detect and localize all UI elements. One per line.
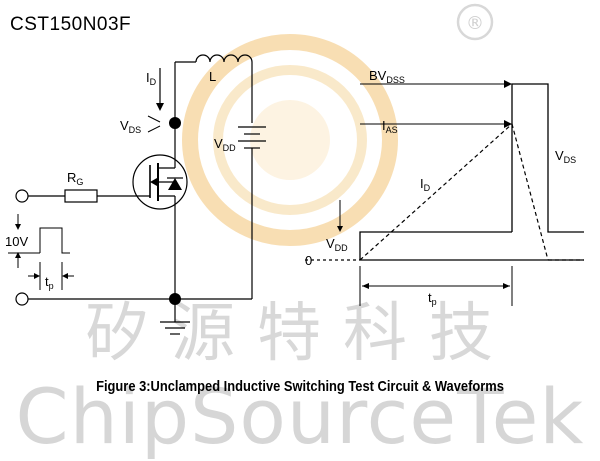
registered-symbol-text: ® bbox=[466, 13, 484, 34]
circuit-wiring bbox=[28, 54, 266, 335]
part-number: CST150N03F bbox=[10, 14, 132, 35]
mosfet-circle bbox=[132, 154, 188, 210]
ground-node bbox=[169, 293, 181, 305]
diagram: ID L VDS VDD RG 10V tp BVDSS IAS VDS ID … bbox=[5, 54, 584, 335]
label-vds-waveform: VDS bbox=[555, 148, 576, 165]
inductor-coil bbox=[195, 54, 253, 63]
registered-mark bbox=[456, 3, 494, 41]
drain-node bbox=[169, 117, 181, 129]
label-vdd-circuit: VDD bbox=[214, 136, 236, 153]
watermark-latin: ChipSourceTek bbox=[15, 372, 585, 461]
id-arrow-head bbox=[156, 103, 164, 111]
label-id: ID bbox=[146, 70, 157, 87]
figure-stage: ® 矽源特科技 bbox=[5, 3, 584, 461]
resistor-rg bbox=[64, 189, 98, 203]
label-rg: RG bbox=[67, 170, 83, 187]
body-diode bbox=[168, 178, 182, 190]
label-bvdss: BVDSS bbox=[369, 68, 405, 85]
id-ramp bbox=[359, 123, 513, 261]
input-terminal-bottom bbox=[15, 292, 29, 306]
label-zero: 0 bbox=[305, 253, 312, 268]
figure-caption: Figure 3:Unclamped Inductive Switching T… bbox=[96, 378, 504, 395]
waveform-lines bbox=[305, 83, 584, 306]
label-tp-circuit: tp bbox=[45, 274, 54, 291]
watermark-chinese: 矽源特科技 bbox=[85, 297, 515, 371]
label-pulse-amplitude: 10V bbox=[5, 234, 28, 249]
label-inductor: L bbox=[209, 69, 216, 84]
label-ias: IAS bbox=[382, 118, 398, 135]
label-tp-waveform: tp bbox=[428, 290, 437, 307]
input-terminal-top bbox=[15, 189, 29, 203]
watermark-logo: ® bbox=[182, 3, 494, 246]
label-vdd-waveform: VDD bbox=[326, 236, 348, 253]
label-vds-circuit: VDS bbox=[120, 118, 141, 135]
label-id-waveform: ID bbox=[420, 176, 431, 193]
